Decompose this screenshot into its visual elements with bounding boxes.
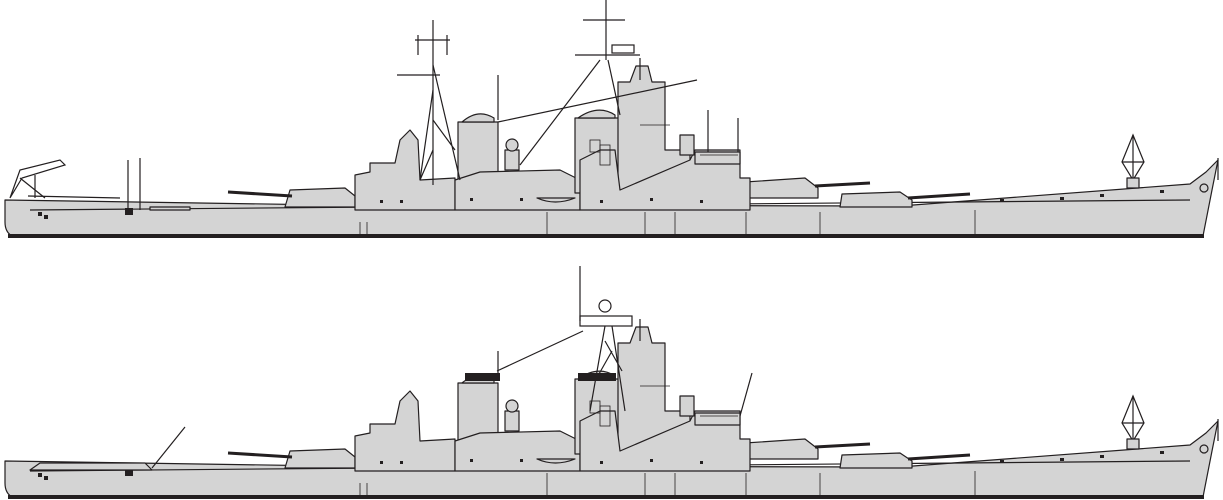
ship-lower-profile — [3, 266, 1220, 500]
stern-crane — [9, 159, 121, 199]
lattice-mainmast — [397, 20, 461, 185]
lattice-mast — [496, 266, 633, 412]
helicopter-deck — [29, 462, 153, 471]
ship-upper-profile — [3, 0, 1220, 240]
foremast — [497, 0, 698, 166]
